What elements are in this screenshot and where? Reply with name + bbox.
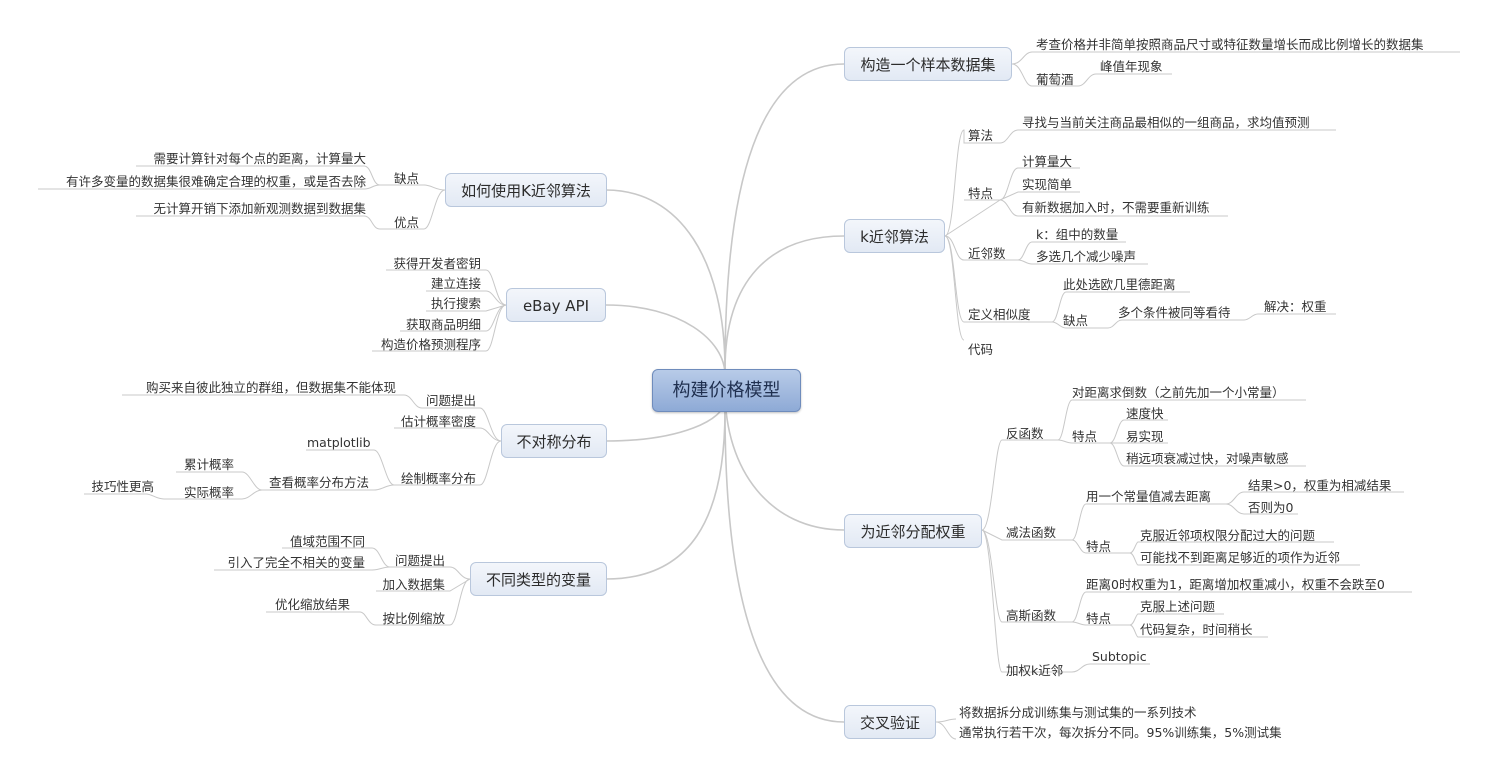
w-inv-desc: 对距离求倒数（之前先加一个小常量） (1072, 385, 1285, 400)
knn-code: 代码 (968, 342, 994, 357)
types-add: 加入数据集 (382, 577, 445, 592)
howknn-cons: 缺点 (394, 171, 420, 186)
knn-algo: 算法 (968, 128, 994, 143)
w-sub-f1: 克服近邻项权限分配过大的问题 (1140, 528, 1316, 543)
asym-skill: 技巧性更高 (91, 479, 154, 494)
w-sub-feat: 特点 (1086, 539, 1112, 554)
w-inv-f3: 稍远项衰减过快，对噪声敏感 (1126, 451, 1289, 466)
knn-n2: 多选几个减少噪声 (1036, 249, 1137, 264)
knn-feature: 特点 (968, 186, 994, 201)
ebay-e1: 获得开发者密钥 (393, 256, 481, 271)
types-q: 问题提出 (394, 553, 445, 568)
sample-peak: 峰值年现象 (1100, 59, 1163, 74)
howknn-p1: 无计算开销下添加新观测数据到数据集 (153, 201, 366, 216)
w-sub-r1: 结果>0，权重为相减结果 (1248, 478, 1392, 493)
types-q1: 值域范围不同 (289, 534, 365, 549)
knn-neighbors: 近邻数 (968, 246, 1006, 261)
asym-q: 问题提出 (425, 393, 476, 408)
branch-weights[interactable]: 为近邻分配权重 (844, 514, 982, 548)
w-inv-f1: 速度快 (1126, 406, 1164, 421)
w-gauss-f1: 克服上述问题 (1140, 599, 1216, 614)
knn-s-cons-desc: 多个条件被同等看待 (1118, 305, 1231, 320)
knn-n1: k：组中的数量 (1036, 227, 1119, 242)
branch-variable-types[interactable]: 不同类型的变量 (470, 562, 607, 596)
ebay-e5: 构造价格预测程序 (380, 337, 481, 352)
sample-wine: 葡萄酒 (1036, 72, 1074, 87)
knn-f3: 有新数据加入时，不需要重新训练 (1022, 200, 1210, 215)
ebay-e4: 获取商品明细 (405, 317, 481, 332)
w-sub-f2: 可能找不到距离足够近的项作为近邻 (1140, 550, 1341, 565)
branch-cross-validation[interactable]: 交叉验证 (844, 705, 936, 739)
w-gauss-f2: 代码复杂，时间稍长 (1140, 622, 1253, 637)
w-inv-f2: 易实现 (1126, 429, 1164, 444)
asym-q-desc: 购买来自彼此独立的群组，但数据集不能体现 (145, 380, 396, 395)
asym-est: 估计概率密度 (400, 414, 476, 429)
w-subtopic: Subtopic (1092, 649, 1147, 664)
types-opt: 优化缩放结果 (274, 597, 350, 612)
knn-s-cons: 缺点 (1063, 313, 1089, 328)
sample-desc: 考查价格并非简单按照商品尺寸或特征数量增长而成比例增长的数据集 (1036, 37, 1424, 52)
branch-ebay-api[interactable]: eBay API (506, 288, 606, 322)
central-topic[interactable]: 构建价格模型 (652, 369, 801, 412)
w-gauss-desc: 距离0时权重为1，距离增加权重减小，权重不会跌至0 (1086, 577, 1385, 592)
howknn-c1: 需要计算针对每个点的距离，计算量大 (153, 151, 366, 166)
types-scale: 按比例缩放 (382, 611, 445, 626)
branch-asymmetric[interactable]: 不对称分布 (501, 424, 607, 458)
knn-f1: 计算量大 (1022, 154, 1073, 169)
w-sub-desc: 用一个常量值减去距离 (1086, 489, 1212, 504)
howknn-pros: 优点 (394, 215, 420, 230)
ebay-e2: 建立连接 (430, 276, 481, 291)
trunk-curves (605, 63, 845, 723)
branch-lines (38, 51, 1460, 740)
knn-s-solution: 解决：权重 (1264, 299, 1327, 314)
knn-s1: 此处选欧几里德距离 (1063, 277, 1176, 292)
cv-d2: 通常执行若干次，每次拆分不同。95%训练集，5%测试集 (959, 725, 1282, 740)
knn-algo-desc: 寻找与当前关注商品最相似的一组商品，求均值预测 (1022, 115, 1310, 130)
branch-sample-dataset[interactable]: 构造一个样本数据集 (844, 47, 1012, 81)
w-gauss-feat: 特点 (1086, 611, 1112, 626)
knn-similarity: 定义相似度 (968, 307, 1031, 322)
asym-cumulative: 累计概率 (183, 457, 234, 472)
asym-plot: 绘制概率分布 (400, 471, 476, 486)
asym-matplotlib: matplotlib (307, 435, 371, 450)
asym-actual: 实际概率 (183, 485, 234, 500)
w-inverse: 反函数 (1006, 426, 1044, 441)
w-subtract: 减法函数 (1006, 525, 1057, 540)
types-q2: 引入了完全不相关的变量 (227, 555, 365, 570)
ebay-e3: 执行搜索 (430, 296, 481, 311)
branch-how-knn[interactable]: 如何使用K近邻算法 (445, 173, 607, 207)
w-gauss: 高斯函数 (1006, 608, 1057, 623)
howknn-c2: 有许多变量的数据集很难确定合理的权重，或是否去除 (65, 174, 366, 189)
w-weighted-knn: 加权k近邻 (1006, 663, 1064, 678)
branch-knn[interactable]: k近邻算法 (844, 219, 945, 253)
w-sub-r2: 否则为0 (1248, 500, 1294, 515)
knn-f2: 实现简单 (1022, 177, 1073, 192)
asym-view: 查看概率分布方法 (268, 475, 369, 490)
cv-d1: 将数据拆分成训练集与测试集的一系列技术 (959, 705, 1197, 720)
w-inv-feat: 特点 (1072, 429, 1098, 444)
